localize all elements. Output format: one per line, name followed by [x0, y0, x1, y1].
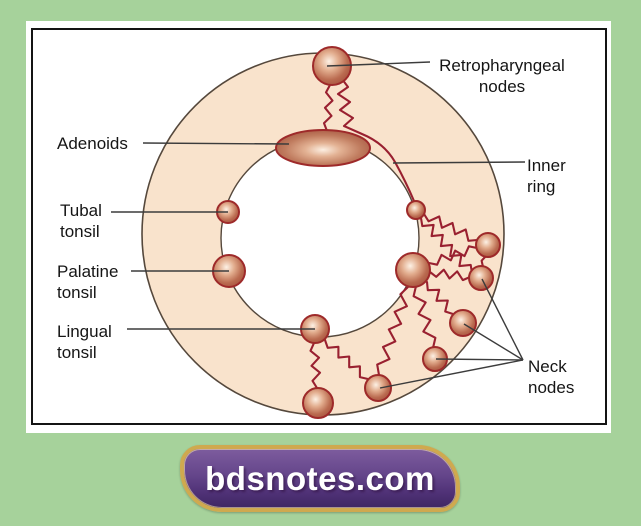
diagram-frame: Adenoids Tubal tonsil Palatine tonsil Li…	[31, 28, 607, 425]
pointer-neck-b	[463, 323, 524, 361]
pointer-neck-c	[435, 358, 524, 361]
adenoids-node	[275, 129, 371, 167]
vessel-big-to-neck3	[425, 280, 455, 316]
vessel-big-to-neck5	[376, 285, 410, 377]
pointer-inner-ring	[392, 161, 526, 164]
inner-ring-circle	[220, 138, 420, 338]
neck-node-1	[475, 232, 501, 258]
vessel-lingual-to-bottom	[309, 341, 322, 390]
pointer-neck-a	[481, 278, 524, 361]
vessel-lingual-to-neck5	[323, 338, 370, 381]
neck-node-5	[364, 374, 392, 402]
palatine-tonsil-node-right	[395, 252, 431, 288]
vessel-big-to-neck2	[428, 268, 472, 282]
tubal-tonsil-node-right	[406, 200, 426, 220]
label-tubal-tonsil: Tubal tonsil	[60, 201, 102, 241]
pointer-retropharyngeal	[326, 61, 431, 67]
vessel-big-to-neck4	[412, 284, 437, 350]
waldeyer-ring-figure	[111, 46, 526, 419]
vessel-inner-ring-curve	[336, 77, 416, 203]
image-panel: Adenoids Tubal tonsil Palatine tonsil Li…	[26, 21, 611, 433]
vessel-tubal-to-neck1	[422, 212, 479, 242]
label-retropharyngeal-nodes: Retropharyngeal nodes	[439, 56, 565, 96]
bdsnotes-banner[interactable]: bdsnotes.com	[180, 445, 460, 512]
label-inner-ring: Inner ring	[527, 156, 566, 196]
neck-node-2	[468, 265, 494, 291]
label-palatine-tonsil: Palatine tonsil	[57, 262, 119, 302]
pointer-neck-d	[379, 359, 524, 389]
pointer-adenoids	[142, 142, 290, 145]
label-neck-nodes: Neck nodes	[528, 357, 575, 397]
neck-node-3	[449, 309, 477, 337]
vessel-retro-to-adenoid	[322, 83, 334, 133]
vessel-neck1-to-neck2	[480, 254, 488, 269]
bottom-ring-node	[302, 387, 334, 419]
label-adenoids: Adenoids	[57, 134, 128, 153]
vessel-big-to-neck1	[427, 245, 479, 266]
vessel-tubal-to-neck2	[419, 216, 474, 275]
label-lingual-tonsil: Lingual tonsil	[57, 322, 112, 362]
bdsnotes-banner-text: bdsnotes.com	[205, 459, 435, 497]
